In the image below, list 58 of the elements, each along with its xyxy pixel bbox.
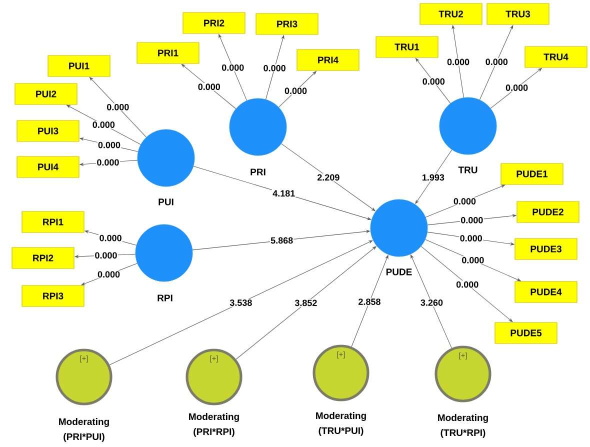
edge-label: 0.000 (460, 256, 485, 264)
edge-label: 0.000 (284, 86, 308, 95)
edge-label: 4.181 (272, 190, 296, 198)
edge-label: 0.000 (220, 64, 245, 72)
circle-label: PUDE (386, 268, 412, 276)
circle-label: RPI (158, 294, 172, 302)
edge-label: 0.000 (262, 64, 287, 72)
indicator-box: RPI3 (22, 285, 84, 307)
circle-label: Moderating (PRI*PUI) (59, 418, 109, 442)
indicator-box: TRU2 (420, 3, 482, 25)
circle-label: Moderating (PRI*RPI) (189, 413, 239, 437)
edge-label: 2.209 (316, 174, 340, 182)
indicator-box: PUI2 (14, 83, 78, 105)
indicator-box: PUDE4 (514, 281, 578, 303)
edge-label: 0.000 (460, 216, 484, 224)
edge-label: 0.000 (106, 103, 130, 112)
edge-label: 0.000 (197, 82, 222, 91)
circle-label: Moderating (TRU*PUI) (316, 412, 366, 436)
edge-label: 0.000 (96, 158, 120, 166)
indicator-box: PUDE1 (500, 163, 564, 185)
indicator-box: TRU3 (486, 3, 550, 25)
indicator-box: PUI1 (48, 55, 110, 77)
indicator-box: PUI4 (16, 156, 80, 178)
indicator-box: PUDE2 (516, 201, 580, 223)
edge-label: 5.868 (270, 236, 294, 244)
circle-label: PRI (250, 168, 266, 176)
indicator-box: PRI4 (296, 49, 360, 71)
edge-label: 0.000 (446, 58, 470, 66)
edge-label: 3.852 (294, 299, 318, 307)
circle-label: PUI (158, 198, 174, 206)
indicator-box: PUDE5 (494, 322, 558, 344)
edge-label: 0.000 (97, 141, 122, 149)
edge-label: 2.858 (358, 298, 382, 306)
edge-label: 0.000 (96, 270, 121, 278)
indicator-box: PUDE3 (514, 238, 578, 260)
arrow (193, 166, 372, 220)
indicator-box: PRI1 (136, 42, 200, 64)
circle-label: Moderating (TRU*RPI) (438, 414, 488, 438)
edge-label: 0.000 (455, 280, 480, 288)
edge-label: 0.000 (94, 252, 118, 260)
edge-label: 3.538 (228, 298, 253, 307)
indicator-box: TRU4 (524, 46, 588, 68)
edge-label: 0.000 (484, 58, 509, 66)
edge-label: 0.000 (92, 120, 116, 129)
indicator-box: RPI2 (12, 247, 74, 269)
indicator-box: PRI2 (182, 12, 246, 34)
indicator-box: PRI3 (256, 13, 318, 35)
edge-label: 0.000 (452, 197, 477, 206)
edge-label: 0.000 (459, 234, 484, 242)
edge-label: 0.000 (98, 234, 122, 242)
circle-label: TRU (458, 166, 478, 174)
edge-label: 0.000 (504, 84, 529, 92)
indicator-box: PUI3 (16, 120, 80, 142)
indicator-box: TRU1 (376, 36, 438, 58)
edge-label: 3.260 (420, 298, 444, 307)
edge-label: 0.000 (422, 78, 446, 86)
indicator-box: RPI1 (22, 211, 84, 233)
edge-label: 1.993 (421, 174, 446, 182)
